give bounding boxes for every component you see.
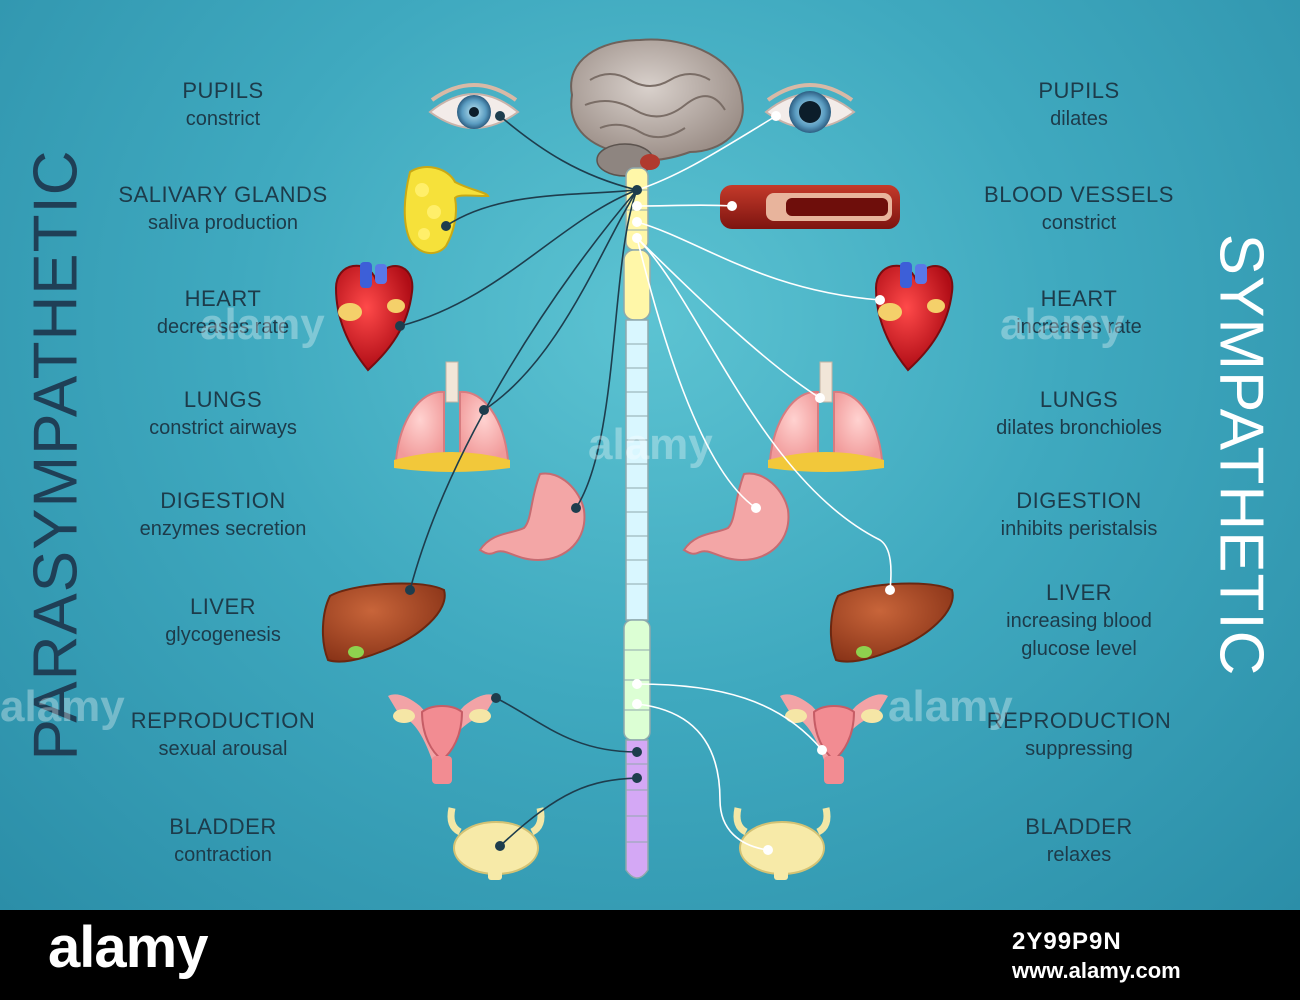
watermark: alamy bbox=[888, 682, 1013, 731]
symp-liver-effect-line2: glucose level bbox=[1021, 638, 1137, 660]
para-label-reproduction: REPRODUCTION sexual arousal bbox=[93, 707, 353, 763]
liver-right-icon bbox=[829, 582, 954, 663]
symp-bladder-effect: relaxes bbox=[1046, 844, 1112, 866]
symp-label-blood-vessels: BLOOD VESSELS constrict bbox=[949, 181, 1209, 237]
watermark: alamy bbox=[1000, 300, 1125, 349]
parasympathetic-nerves bbox=[399, 115, 638, 847]
para-lungs-effect: constrict airways bbox=[149, 417, 297, 439]
symp-reproduction-title: REPRODUCTION bbox=[986, 708, 1172, 733]
symp-liver-effect-line1: increasing blood bbox=[1006, 610, 1152, 632]
para-digestion-effect: enzymes secretion bbox=[139, 518, 307, 540]
stomach-left-icon bbox=[478, 472, 586, 562]
para-liver-title: LIVER bbox=[189, 594, 257, 619]
para-pupils-effect: constrict bbox=[185, 108, 261, 130]
symp-heart-effect: increases rate bbox=[1016, 316, 1142, 338]
parasympathetic-title: PARASYMPATHETIC bbox=[21, 149, 91, 761]
symp-label-bladder: BLADDER relaxes bbox=[949, 813, 1209, 869]
bladder-right-icon bbox=[733, 807, 831, 880]
para-heart-effect: decreases rate bbox=[156, 316, 290, 338]
uterus-right-icon bbox=[780, 694, 888, 784]
parasympathetic-endpoints bbox=[395, 111, 642, 851]
diagram-panel: PARASYMPATHETIC SYMPATHETIC PUPILS const… bbox=[0, 0, 1300, 910]
symp-lungs-effect: dilates bronchioles bbox=[996, 417, 1162, 439]
symp-bladder-title: BLADDER bbox=[1025, 814, 1133, 839]
brain-icon bbox=[570, 38, 744, 177]
lungs-right-icon bbox=[768, 361, 884, 472]
symp-label-pupils: PUPILS dilates bbox=[949, 77, 1209, 133]
liver-left-icon bbox=[321, 582, 446, 663]
watermark: alamy bbox=[200, 300, 325, 349]
para-label-salivary: SALIVARY GLANDS saliva production bbox=[93, 181, 353, 237]
symp-label-lungs: LUNGS dilates bronchioles bbox=[949, 386, 1209, 442]
symp-pupils-title: PUPILS bbox=[1038, 78, 1120, 103]
para-pupils-title: PUPILS bbox=[182, 78, 264, 103]
sympathetic-endpoints bbox=[632, 111, 895, 855]
sympathetic-title: SYMPATHETIC bbox=[1206, 233, 1276, 677]
heart-left-icon bbox=[334, 262, 414, 372]
symp-blood-vessels-effect: constrict bbox=[1041, 212, 1117, 234]
heart-right-icon bbox=[874, 262, 954, 372]
para-digestion-title: DIGESTION bbox=[160, 488, 286, 513]
para-label-lungs: LUNGS constrict airways bbox=[93, 386, 353, 442]
symp-label-heart: HEART increases rate bbox=[949, 285, 1209, 341]
alamy-logo: alamy bbox=[48, 915, 208, 980]
para-label-digestion: DIGESTION enzymes secretion bbox=[93, 487, 353, 543]
uterus-left-icon bbox=[388, 694, 496, 784]
para-heart-title: HEART bbox=[184, 286, 262, 311]
symp-liver-title: LIVER bbox=[1045, 580, 1113, 605]
para-label-liver: LIVER glycogenesis bbox=[93, 593, 353, 649]
salivary-gland-icon bbox=[403, 166, 490, 255]
spinal-cord bbox=[623, 167, 651, 879]
site-url: www.alamy.com bbox=[1012, 958, 1181, 983]
para-label-heart: HEART decreases rate bbox=[93, 285, 353, 341]
nervous-system-diagram bbox=[321, 38, 954, 880]
symp-digestion-title: DIGESTION bbox=[1016, 488, 1142, 513]
para-liver-effect: glycogenesis bbox=[165, 624, 281, 646]
watermark: alamy bbox=[588, 420, 713, 469]
symp-reproduction-effect: suppressing bbox=[1025, 738, 1133, 760]
para-reproduction-effect: sexual arousal bbox=[158, 738, 288, 760]
para-salivary-title: SALIVARY GLANDS bbox=[118, 182, 328, 207]
para-label-bladder: BLADDER contraction bbox=[93, 813, 353, 869]
image-id: 2Y99P9N bbox=[1012, 928, 1122, 955]
eye-right-icon bbox=[764, 83, 856, 133]
symp-label-reproduction: REPRODUCTION suppressing bbox=[949, 707, 1209, 763]
symp-pupils-effect: dilates bbox=[1050, 108, 1108, 130]
symp-digestion-effect: inhibits peristalsis bbox=[1000, 518, 1158, 540]
para-lungs-title: LUNGS bbox=[183, 387, 263, 412]
para-bladder-effect: contraction bbox=[174, 844, 272, 866]
lungs-left-icon bbox=[394, 361, 510, 472]
watermark: alamy bbox=[0, 682, 125, 731]
blood-vessel-icon bbox=[720, 185, 900, 229]
para-reproduction-title: REPRODUCTION bbox=[130, 708, 316, 733]
symp-blood-vessels-title: BLOOD VESSELS bbox=[984, 182, 1174, 207]
sympathetic-nerves bbox=[636, 115, 892, 851]
footer-bar bbox=[0, 910, 1300, 1000]
symp-lungs-title: LUNGS bbox=[1039, 387, 1119, 412]
symp-label-liver: LIVER increasing blood glucose level bbox=[949, 579, 1209, 663]
para-salivary-effect: saliva production bbox=[147, 212, 299, 234]
stomach-right-icon bbox=[682, 472, 790, 562]
para-label-pupils: PUPILS constrict bbox=[93, 77, 353, 133]
symp-label-digestion: DIGESTION inhibits peristalsis bbox=[949, 487, 1209, 543]
symp-heart-title: HEART bbox=[1040, 286, 1118, 311]
para-bladder-title: BLADDER bbox=[169, 814, 277, 839]
eye-left-icon bbox=[428, 83, 520, 129]
